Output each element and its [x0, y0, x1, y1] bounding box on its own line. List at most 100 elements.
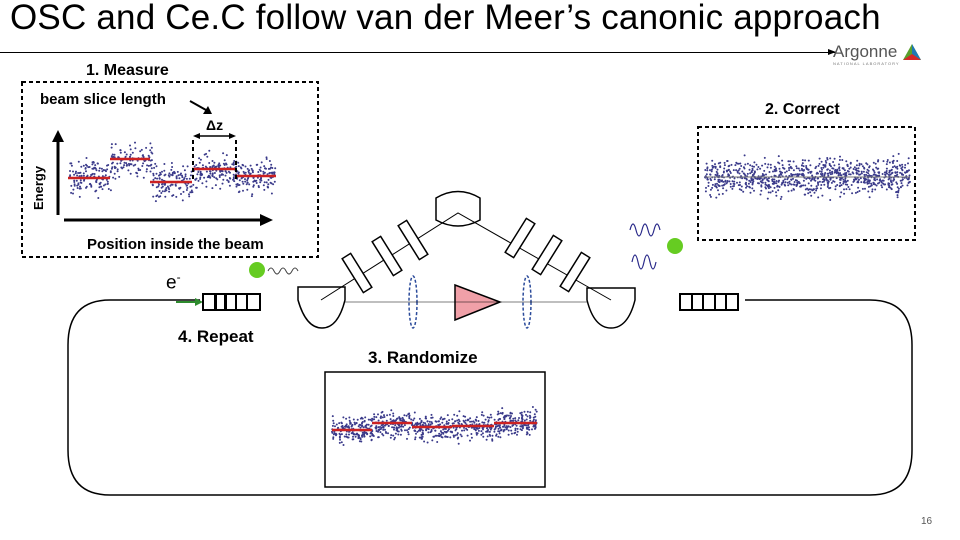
particle-dot [781, 159, 784, 162]
particle-dot [451, 418, 454, 421]
particle-dot [174, 183, 177, 186]
particle-dot [888, 182, 891, 185]
particle-dot [113, 172, 116, 175]
particle-dot [514, 429, 517, 432]
particle-dot [870, 182, 873, 185]
particle-dot [449, 436, 452, 439]
particle-dot [364, 424, 367, 427]
particle-dot [101, 175, 104, 178]
particle-dot [823, 179, 826, 181]
particle-dot [484, 418, 487, 421]
particle-dot [231, 163, 234, 166]
particle-dot [853, 166, 856, 169]
particle-dot [767, 177, 770, 180]
particle-dot [815, 165, 818, 168]
particle-dot [186, 165, 189, 168]
particle-dot [771, 182, 774, 185]
particle-dot [897, 152, 900, 155]
particle-dot [757, 166, 760, 168]
particle-dot [107, 188, 110, 190]
particle-dot [341, 426, 344, 429]
particle-dot [718, 178, 721, 181]
particle-dot [94, 190, 97, 193]
particle-dot [265, 181, 268, 184]
particle-dot [779, 198, 782, 200]
particle-dot [362, 426, 365, 429]
particle-dot [750, 179, 753, 182]
particle-dot [168, 190, 171, 193]
particle-dot [262, 170, 265, 173]
particle-dot [219, 187, 222, 190]
particle-dot [274, 167, 277, 170]
particle-dot [497, 412, 500, 415]
particle-dot [801, 159, 804, 162]
particle-dot [421, 432, 424, 435]
particle-dot [834, 169, 836, 172]
particle-dot [145, 170, 148, 173]
particle-dot [714, 163, 716, 166]
particle-dot [184, 175, 187, 178]
particle-dot [443, 417, 446, 420]
particle-dot [475, 433, 478, 436]
particle-dot [259, 178, 262, 181]
particle-dot [533, 413, 536, 416]
particle-dot [709, 173, 712, 176]
particle-dot [801, 169, 804, 172]
particle-dot [338, 432, 341, 435]
particle-dot [420, 419, 423, 422]
particle-dot [181, 174, 183, 177]
particle-dot [170, 162, 173, 164]
particle-dot [803, 169, 805, 171]
particle-dot [810, 184, 813, 187]
particle-dot [225, 154, 228, 157]
particle-dot [418, 417, 421, 420]
particle-dot [171, 183, 174, 186]
particle-dot [852, 172, 855, 175]
particle-dot [82, 174, 85, 177]
particle-dot [199, 178, 202, 180]
particle-dot [104, 174, 107, 177]
energy-axis-arrow [52, 130, 64, 142]
particle-dot [807, 171, 810, 174]
particle-dot [137, 167, 140, 170]
particle-dot [901, 173, 903, 176]
particle-dot [841, 159, 844, 161]
particle-dot [72, 170, 74, 173]
particle-dot [158, 177, 161, 180]
particle-dot [851, 192, 854, 195]
particle-dot [761, 179, 764, 182]
particle-dot [806, 187, 809, 190]
particle-dot [438, 432, 441, 435]
particle-dot [171, 171, 174, 174]
particle-dot [749, 191, 752, 194]
particle-dot [499, 412, 502, 415]
particle-dot [472, 420, 475, 423]
particle-dot [509, 412, 512, 415]
particle-dot [441, 421, 444, 424]
particle-dot [259, 166, 262, 169]
particle-dot [213, 176, 216, 179]
particle-dot [795, 165, 798, 168]
particle-dot [719, 166, 722, 169]
particle-dot [139, 150, 142, 153]
signal-wave-icon [267, 267, 299, 275]
particle-dot [270, 163, 273, 166]
particle-dot [413, 417, 416, 420]
particle-dot [860, 181, 863, 184]
particle-dot [481, 411, 484, 414]
particle-dot [462, 415, 465, 418]
particle-dot [102, 169, 105, 171]
particle-dot [158, 183, 160, 186]
particle-dot [440, 416, 443, 419]
particle-dot [767, 191, 770, 194]
particle-dot [445, 420, 448, 423]
particle-dot [842, 167, 845, 170]
particle-dot [746, 162, 749, 165]
particle-dot [890, 183, 893, 186]
particle-dot [711, 186, 714, 189]
particle-dot [859, 177, 862, 180]
particle-dot [363, 435, 366, 438]
particle-dot [136, 172, 139, 175]
particle-dot [184, 173, 187, 176]
particle-dot [808, 177, 811, 180]
